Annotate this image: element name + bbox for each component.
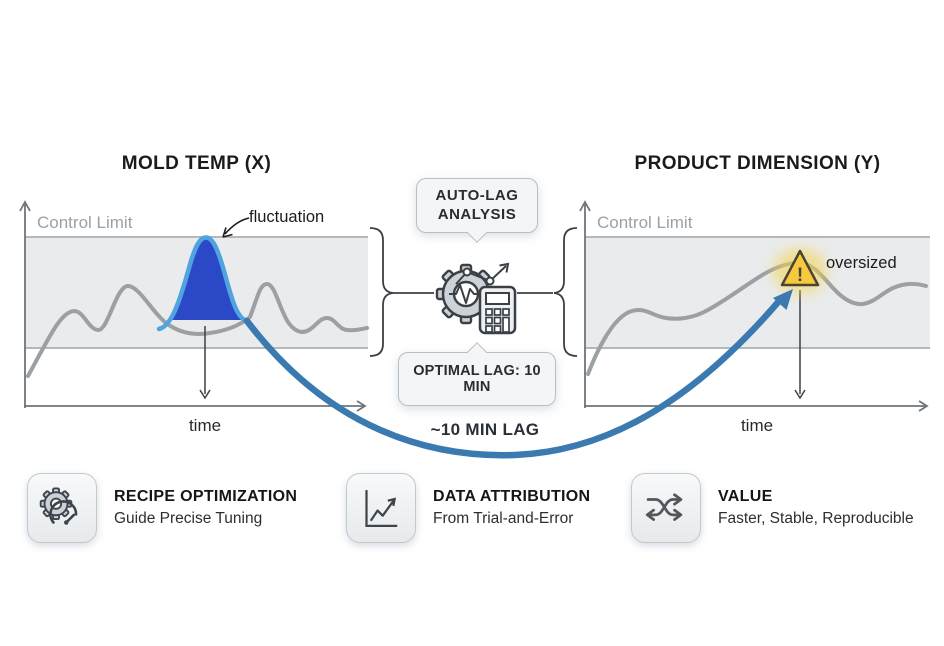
trend-arrow-icon [455,262,510,286]
left-brace [369,227,394,357]
left-time-label: time [188,416,222,435]
auto-lag-analysis-bubble: AUTO-LAG ANALYSIS [416,178,538,243]
feature-title: VALUE [718,488,773,505]
feature-icon-box [27,473,97,543]
oversized-time-marker-arrowhead [794,389,806,400]
feature-title: DATA ATTRIBUTION [433,488,591,505]
feature-text: VALUE Faster, Stable, Reproducible [718,488,914,528]
feature-icon-box [346,473,416,543]
gear-gauge-icon [39,487,78,525]
fluctuation-peak-outline [156,235,250,332]
fluctuation-annotation-arrow [224,217,250,235]
warning-triangle-icon [780,249,820,287]
feature-title: RECIPE OPTIMIZATION [114,488,298,505]
left-chart [19,200,369,412]
feature-text: DATA ATTRIBUTION From Trial-and-Error [433,488,590,528]
grouping-braces [369,227,578,357]
lag-arrow-curve [243,296,784,459]
fluctuation-label: fluctuation [249,208,325,226]
feature-data-attribution: DATA ATTRIBUTION From Trial-and-Error [346,473,590,543]
peak-time-marker-arrowhead [199,389,211,400]
warning-exclamation: ! [797,265,803,286]
feature-value: VALUE Faster, Stable, Reproducible [631,473,914,543]
right-chart: ! [579,200,930,412]
optimal-lag-text: OPTIMAL LAG: 10 MIN [413,363,541,395]
feature-subtitle: Faster, Stable, Reproducible [718,510,914,527]
right-chart-title: PRODUCT DIMENSION (Y) [634,153,881,174]
lag-arrow [243,289,793,459]
feature-subtitle: From Trial-and-Error [433,510,574,527]
fluctuation-annotation-arrowhead [222,227,233,238]
auto-lag-line1: AUTO-LAG [435,187,519,204]
right-brace [553,227,578,357]
feature-text: RECIPE OPTIMIZATION Guide Precise Tuning [114,488,297,528]
auto-lag-analysis-icon [435,262,517,335]
right-time-label: time [740,416,774,435]
left-chart-title: MOLD TEMP (X) [121,153,272,174]
right-control-limit-label: Control Limit [597,213,693,232]
lag-arrowhead [773,289,793,310]
lag-duration-label: ~10 MIN LAG [430,420,540,439]
feature-recipe-optimization: RECIPE OPTIMIZATION Guide Precise Tuning [27,473,297,543]
y-axis-arrowhead [19,200,31,212]
feature-icon-box [631,473,701,543]
pulse-line [449,284,480,304]
optimal-lag-bubble: OPTIMAL LAG: 10 MIN [398,342,556,406]
fluctuation-peak-fill [168,239,244,320]
shuffle-arrows-icon [645,493,683,521]
y-axis-arrowhead [579,200,591,212]
x-axis-arrowhead [918,400,929,412]
calculator-icon [478,285,517,335]
feature-subtitle: Guide Precise Tuning [114,510,263,527]
left-control-limit-label: Control Limit [37,213,133,232]
oversized-label: oversized [826,254,897,272]
x-axis-arrowhead [356,400,367,412]
line-chart-icon [365,490,398,528]
auto-lag-line2: ANALYSIS [437,206,517,223]
